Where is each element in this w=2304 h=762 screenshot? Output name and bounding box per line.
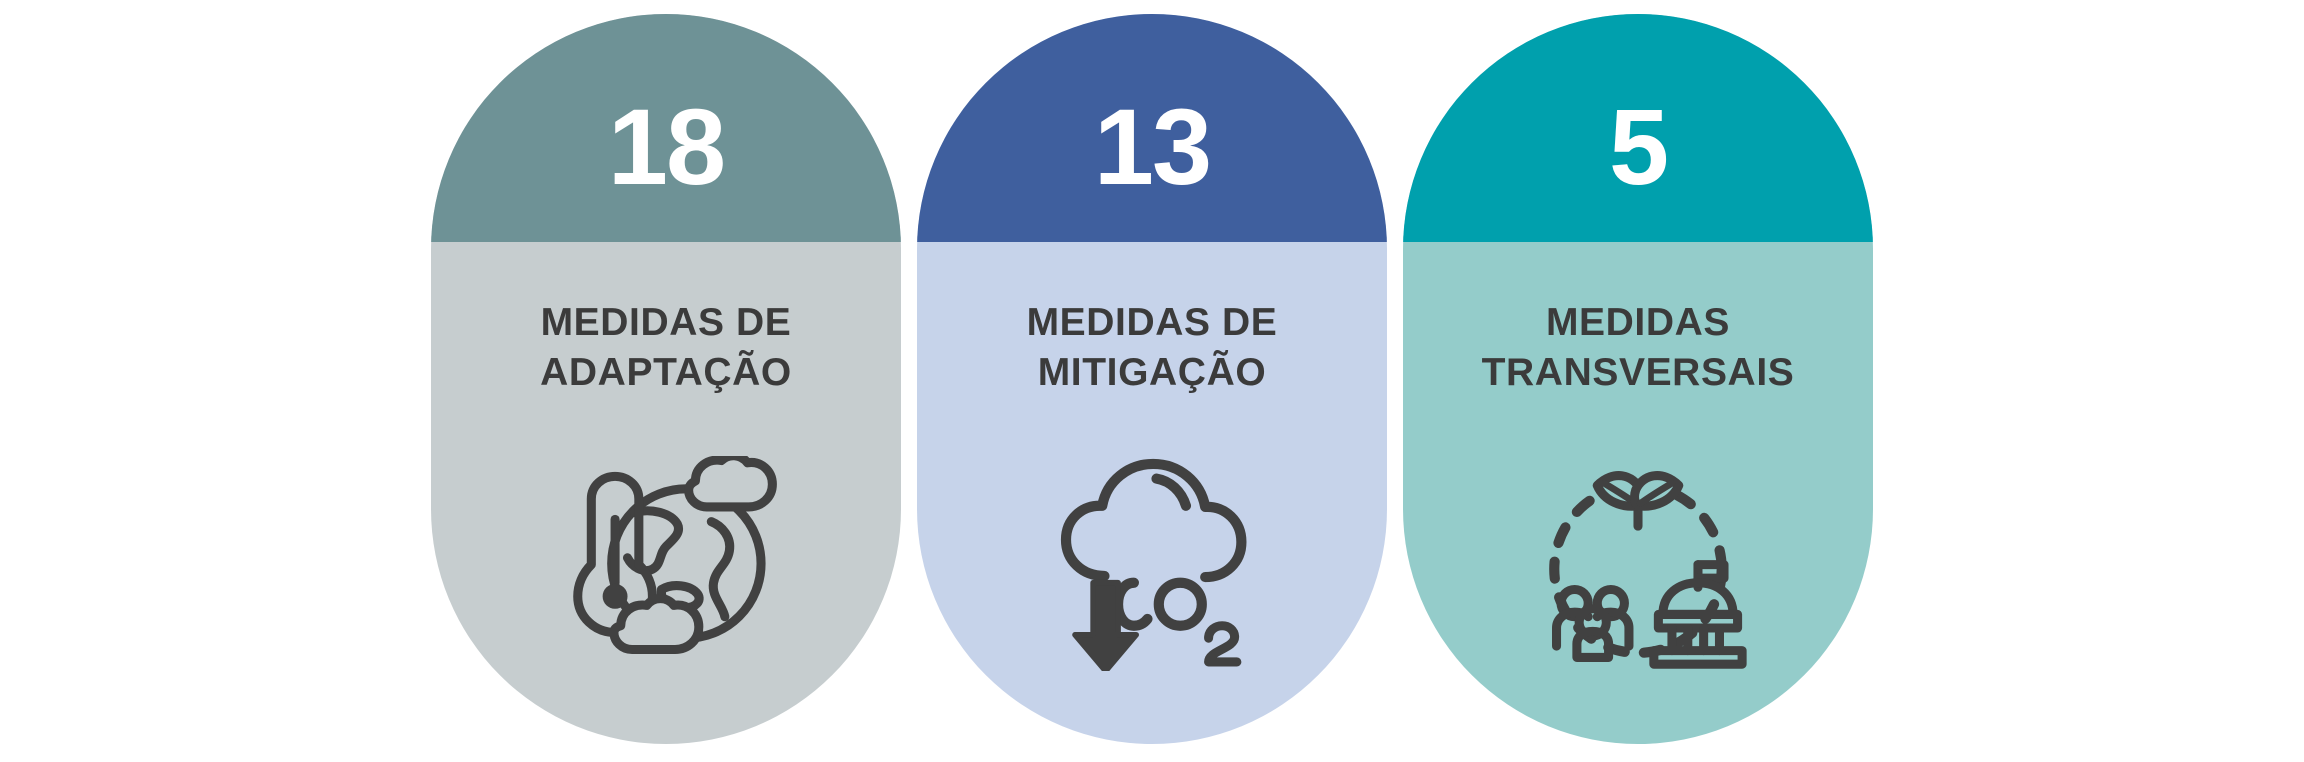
cards-row: 18 MEDIDAS DE ADAPTAÇÃO xyxy=(431,14,1873,744)
card-mitigacao-label: MEDIDAS DE MITIGAÇÃO xyxy=(1026,301,1278,394)
card-mitigacao-body: MEDIDAS DE MITIGAÇÃO xyxy=(917,242,1387,744)
card-adaptacao-header: 18 xyxy=(431,14,901,242)
card-mitigacao-count: 13 xyxy=(1093,86,1212,207)
card-adaptacao-label: MEDIDAS DE ADAPTAÇÃO xyxy=(540,301,792,394)
sprout-people-government-cycle-icon xyxy=(1523,456,1753,671)
card-mitigacao-header: 13 xyxy=(917,14,1387,242)
card-adaptacao-body: MEDIDAS DE ADAPTAÇÃO xyxy=(431,242,901,744)
card-transversais-count: 5 xyxy=(1608,86,1669,207)
card-transversais-header: 5 xyxy=(1403,14,1873,242)
card-adaptacao[interactable]: 18 MEDIDAS DE ADAPTAÇÃO xyxy=(431,14,901,744)
card-transversais-label: MEDIDAS TRANSVERSAIS xyxy=(1481,301,1795,394)
card-adaptacao-count: 18 xyxy=(607,86,726,207)
card-transversais-body: MEDIDAS TRANSVERSAIS xyxy=(1403,242,1873,744)
thermometer-globe-clouds-icon xyxy=(551,455,781,671)
card-mitigacao[interactable]: 13 MEDIDAS DE MITIGAÇÃO xyxy=(917,14,1387,744)
co2-cloud-down-arrow-icon xyxy=(1037,456,1267,671)
card-transversais[interactable]: 5 MEDIDAS TRANSVERSAIS xyxy=(1403,14,1873,744)
